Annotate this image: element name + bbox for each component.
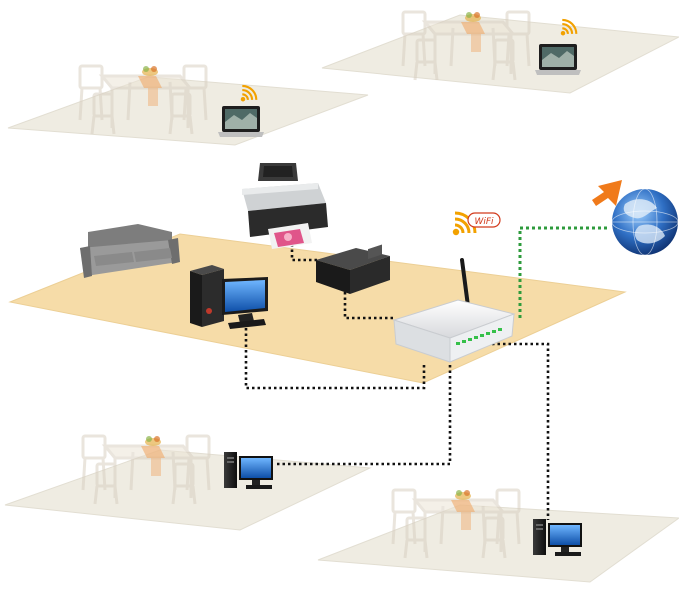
cable-router-to-internet — [518, 226, 610, 318]
wifi-label: WiFi — [474, 217, 494, 227]
wifi-label-badge: WiFi — [467, 212, 501, 228]
internet-arrow-icon — [592, 180, 622, 206]
cable-desktop-to-router — [244, 328, 426, 390]
cable-printer-to-print-server — [290, 244, 318, 262]
printer-icon — [242, 163, 328, 249]
room-bottom-left — [4, 434, 372, 531]
main-floor — [8, 224, 627, 384]
room-top-right — [321, 10, 679, 94]
sofa-icon — [80, 224, 180, 278]
cable-router-to-bottom-left-pc — [275, 365, 452, 466]
desktop-pc-icon — [190, 265, 268, 329]
router-antenna — [460, 258, 470, 308]
lan-cables — [244, 244, 550, 520]
room-bottom-right — [317, 488, 679, 583]
router-icon — [392, 258, 516, 363]
cable-router-to-bottom-right-pc — [492, 342, 550, 520]
print-server-icon — [316, 244, 390, 294]
room-top-left — [7, 64, 369, 146]
laptop-icon — [218, 106, 264, 137]
laptop-icon — [535, 44, 581, 75]
globe-icon — [611, 188, 679, 256]
